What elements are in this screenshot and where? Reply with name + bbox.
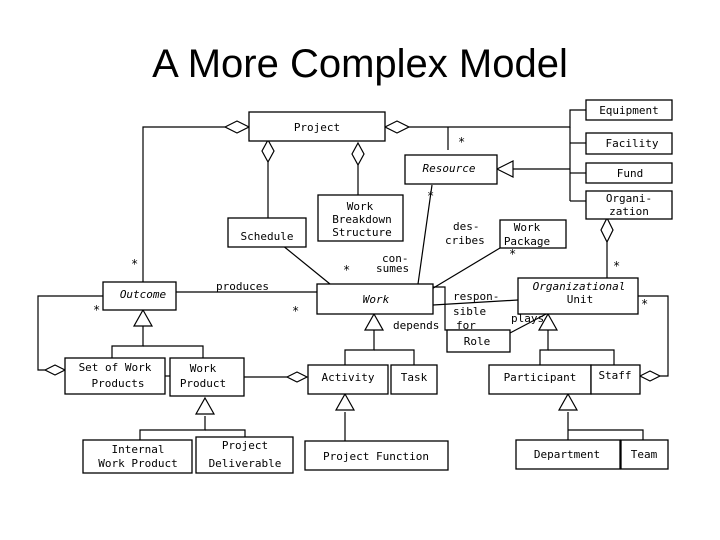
generalization-arrows [132,160,579,415]
svg-text:Project Function: Project Function [323,450,429,463]
svg-text:Product: Product [180,377,226,390]
class-team: Team [620,439,669,470]
svg-text:*: * [458,135,465,149]
class-work-product: Work Product [169,357,245,397]
class-internal-work-product: Internal Work Product [82,439,193,474]
svg-text:zation: zation [609,205,649,218]
class-work-package: Work Package [499,219,567,249]
svg-text:sible: sible [453,305,486,318]
svg-text:Package: Package [504,235,550,248]
svg-text:*: * [427,189,434,203]
svg-text:*: * [343,263,350,277]
page-title: A More Complex Model [152,42,568,86]
class-equipment: Equipment [585,99,673,121]
label-depends: depends [393,319,439,332]
svg-text:Internal: Internal [112,443,165,456]
class-project-deliverable: Project Deliverable [195,436,294,474]
svg-text:Equipment: Equipment [599,104,659,117]
class-activity: Activity [307,364,389,395]
svg-text:for: for [456,319,476,332]
class-schedule: Schedule [227,217,307,248]
class-facility: Facility [585,132,673,155]
class-outcome: Outcome [102,281,177,311]
svg-text:Department: Department [534,448,600,461]
svg-text:Set of Work: Set of Work [79,361,152,374]
class-work-breakdown-structure: Work Breakdown Structure [317,194,404,242]
aggregation-diamonds [43,120,662,383]
svg-text:*: * [509,247,516,261]
svg-text:*: * [641,297,648,311]
class-participant: Participant [488,364,592,395]
svg-text:Activity: Activity [322,371,375,384]
svg-text:*: * [93,303,100,317]
svg-text:Facility: Facility [606,137,659,150]
label-plays: plays [511,312,544,325]
label-consumes: con- [382,252,409,265]
label-describes: des- [453,220,480,233]
svg-text:Work Product: Work Product [98,457,177,470]
class-role: Role [446,329,511,353]
association-labels: des- cribes con- sumes produces respon- … [216,220,544,332]
svg-text:Staff: Staff [598,369,631,382]
class-department: Department [515,439,621,470]
svg-text:sumes: sumes [376,262,409,275]
class-organization: Organi- zation [585,190,673,220]
svg-text:Unit: Unit [567,293,594,306]
svg-text:Fund: Fund [617,167,644,180]
class-project-function: Project Function [304,440,449,471]
svg-text:Work: Work [363,293,390,306]
svg-text:Products: Products [92,377,145,390]
class-project: Project [248,111,386,142]
svg-text:*: * [292,304,299,318]
class-set-of-work-products: Set of Work Products [64,357,166,395]
svg-text:Resource: Resource [423,162,476,175]
svg-text:Participant: Participant [504,371,577,384]
label-produces: produces [216,280,269,293]
svg-text:Organi-: Organi- [606,192,652,205]
svg-text:Work: Work [190,362,217,375]
class-fund: Fund [585,162,673,184]
svg-text:Breakdown: Breakdown [332,213,392,226]
class-task: Task [390,364,438,395]
class-work: Work [316,283,434,315]
class-organizational-unit: Organizational Unit [517,277,639,315]
svg-text:*: * [613,259,620,273]
svg-text:Structure: Structure [332,226,392,239]
multiplicity-markers: * * * * * * * * * [93,135,648,318]
svg-text:Role: Role [464,335,491,348]
svg-text:Project: Project [294,121,340,134]
label-responsible-for: respon- [453,290,499,303]
class-staff: Staff [590,364,641,395]
svg-text:Schedule: Schedule [241,230,294,243]
svg-text:Task: Task [401,371,428,384]
svg-text:*: * [131,257,138,271]
class-resource: Resource [404,154,498,185]
svg-text:Deliverable: Deliverable [209,457,282,470]
svg-text:Work: Work [347,200,374,213]
svg-text:cribes: cribes [445,234,485,247]
svg-text:Team: Team [631,448,658,461]
svg-text:Project: Project [222,439,268,452]
svg-text:Organizational: Organizational [533,280,626,293]
svg-text:Work: Work [514,221,541,234]
svg-text:Outcome: Outcome [120,288,167,301]
